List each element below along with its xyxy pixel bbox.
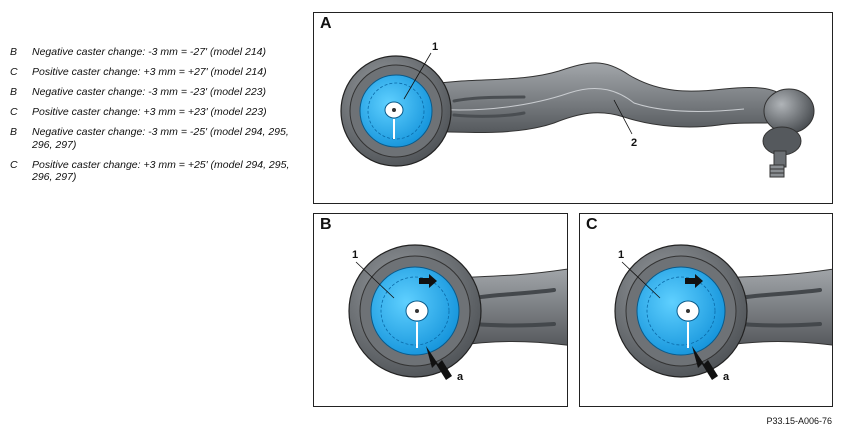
legend-key: C [10,66,18,78]
figure-code: P33.15-A006-76 [766,416,832,426]
legend-list: B Negative caster change: -3 mm = -27' (… [10,46,300,191]
callout-1-label: 1 [618,249,624,261]
legend-text: Positive caster change: +3 mm = +23' (mo… [32,106,267,118]
legend-item: C Positive caster change: +3 mm = +27' (… [10,66,300,79]
callout-leader [403,52,432,100]
legend-text: Positive caster change: +3 mm = +27' (mo… [32,66,267,78]
legend-item: C Positive caster change: +3 mm = +25' (… [10,159,300,184]
adjust-arrow-icon [426,346,452,380]
legend-key: C [10,158,18,171]
legend-item: C Positive caster change: +3 mm = +23' (… [10,106,300,119]
bushing-detail-drawing: 1 a [614,244,832,383]
callout-leader [355,261,395,299]
callout-a-label: a [457,371,464,383]
panel-a-illustration: A [313,12,833,204]
panel-b-illustration: B [313,213,568,407]
legend-item: B Negative caster change: -3 mm = -23' (… [10,86,300,99]
eccentric-bolt [370,266,460,356]
legend-key: C [10,106,18,118]
control-arm-drawing: 1 2 [340,41,815,178]
arrow-right-icon [419,274,437,288]
ball-joint [762,88,815,178]
bushing-detail-drawing: 1 a [348,244,567,383]
panel-letter: A [320,15,332,32]
panel-letter: C [586,216,598,233]
arrow-right-icon [685,274,703,288]
eccentric-bolt [359,74,433,148]
callout-1-label: 1 [352,249,358,261]
legend-key: B [10,46,18,58]
legend-text: Positive caster change: +3 mm = +25' (mo… [32,158,290,184]
legend-text: Negative caster change: -3 mm = -23' (mo… [32,86,266,98]
callout-a-label: a [723,371,730,383]
adjust-arrow-icon [692,346,718,380]
callout-leader [621,261,661,299]
callout-1-label: 1 [432,41,438,53]
legend-item: B Negative caster change: -3 mm = -25' (… [10,126,300,151]
legend-key: B [10,86,18,98]
legend-key: B [10,126,18,138]
legend-item: B Negative caster change: -3 mm = -27' (… [10,46,300,59]
callout-leader [613,99,633,135]
legend-text: Negative caster change: -3 mm = -27' (mo… [32,46,266,58]
legend-text: Negative caster change: -3 mm = -25' (mo… [32,126,289,151]
panel-letter: B [320,216,332,233]
panel-c-illustration: C [579,213,833,407]
callout-2-label: 2 [631,137,637,149]
eccentric-bolt [636,266,726,356]
